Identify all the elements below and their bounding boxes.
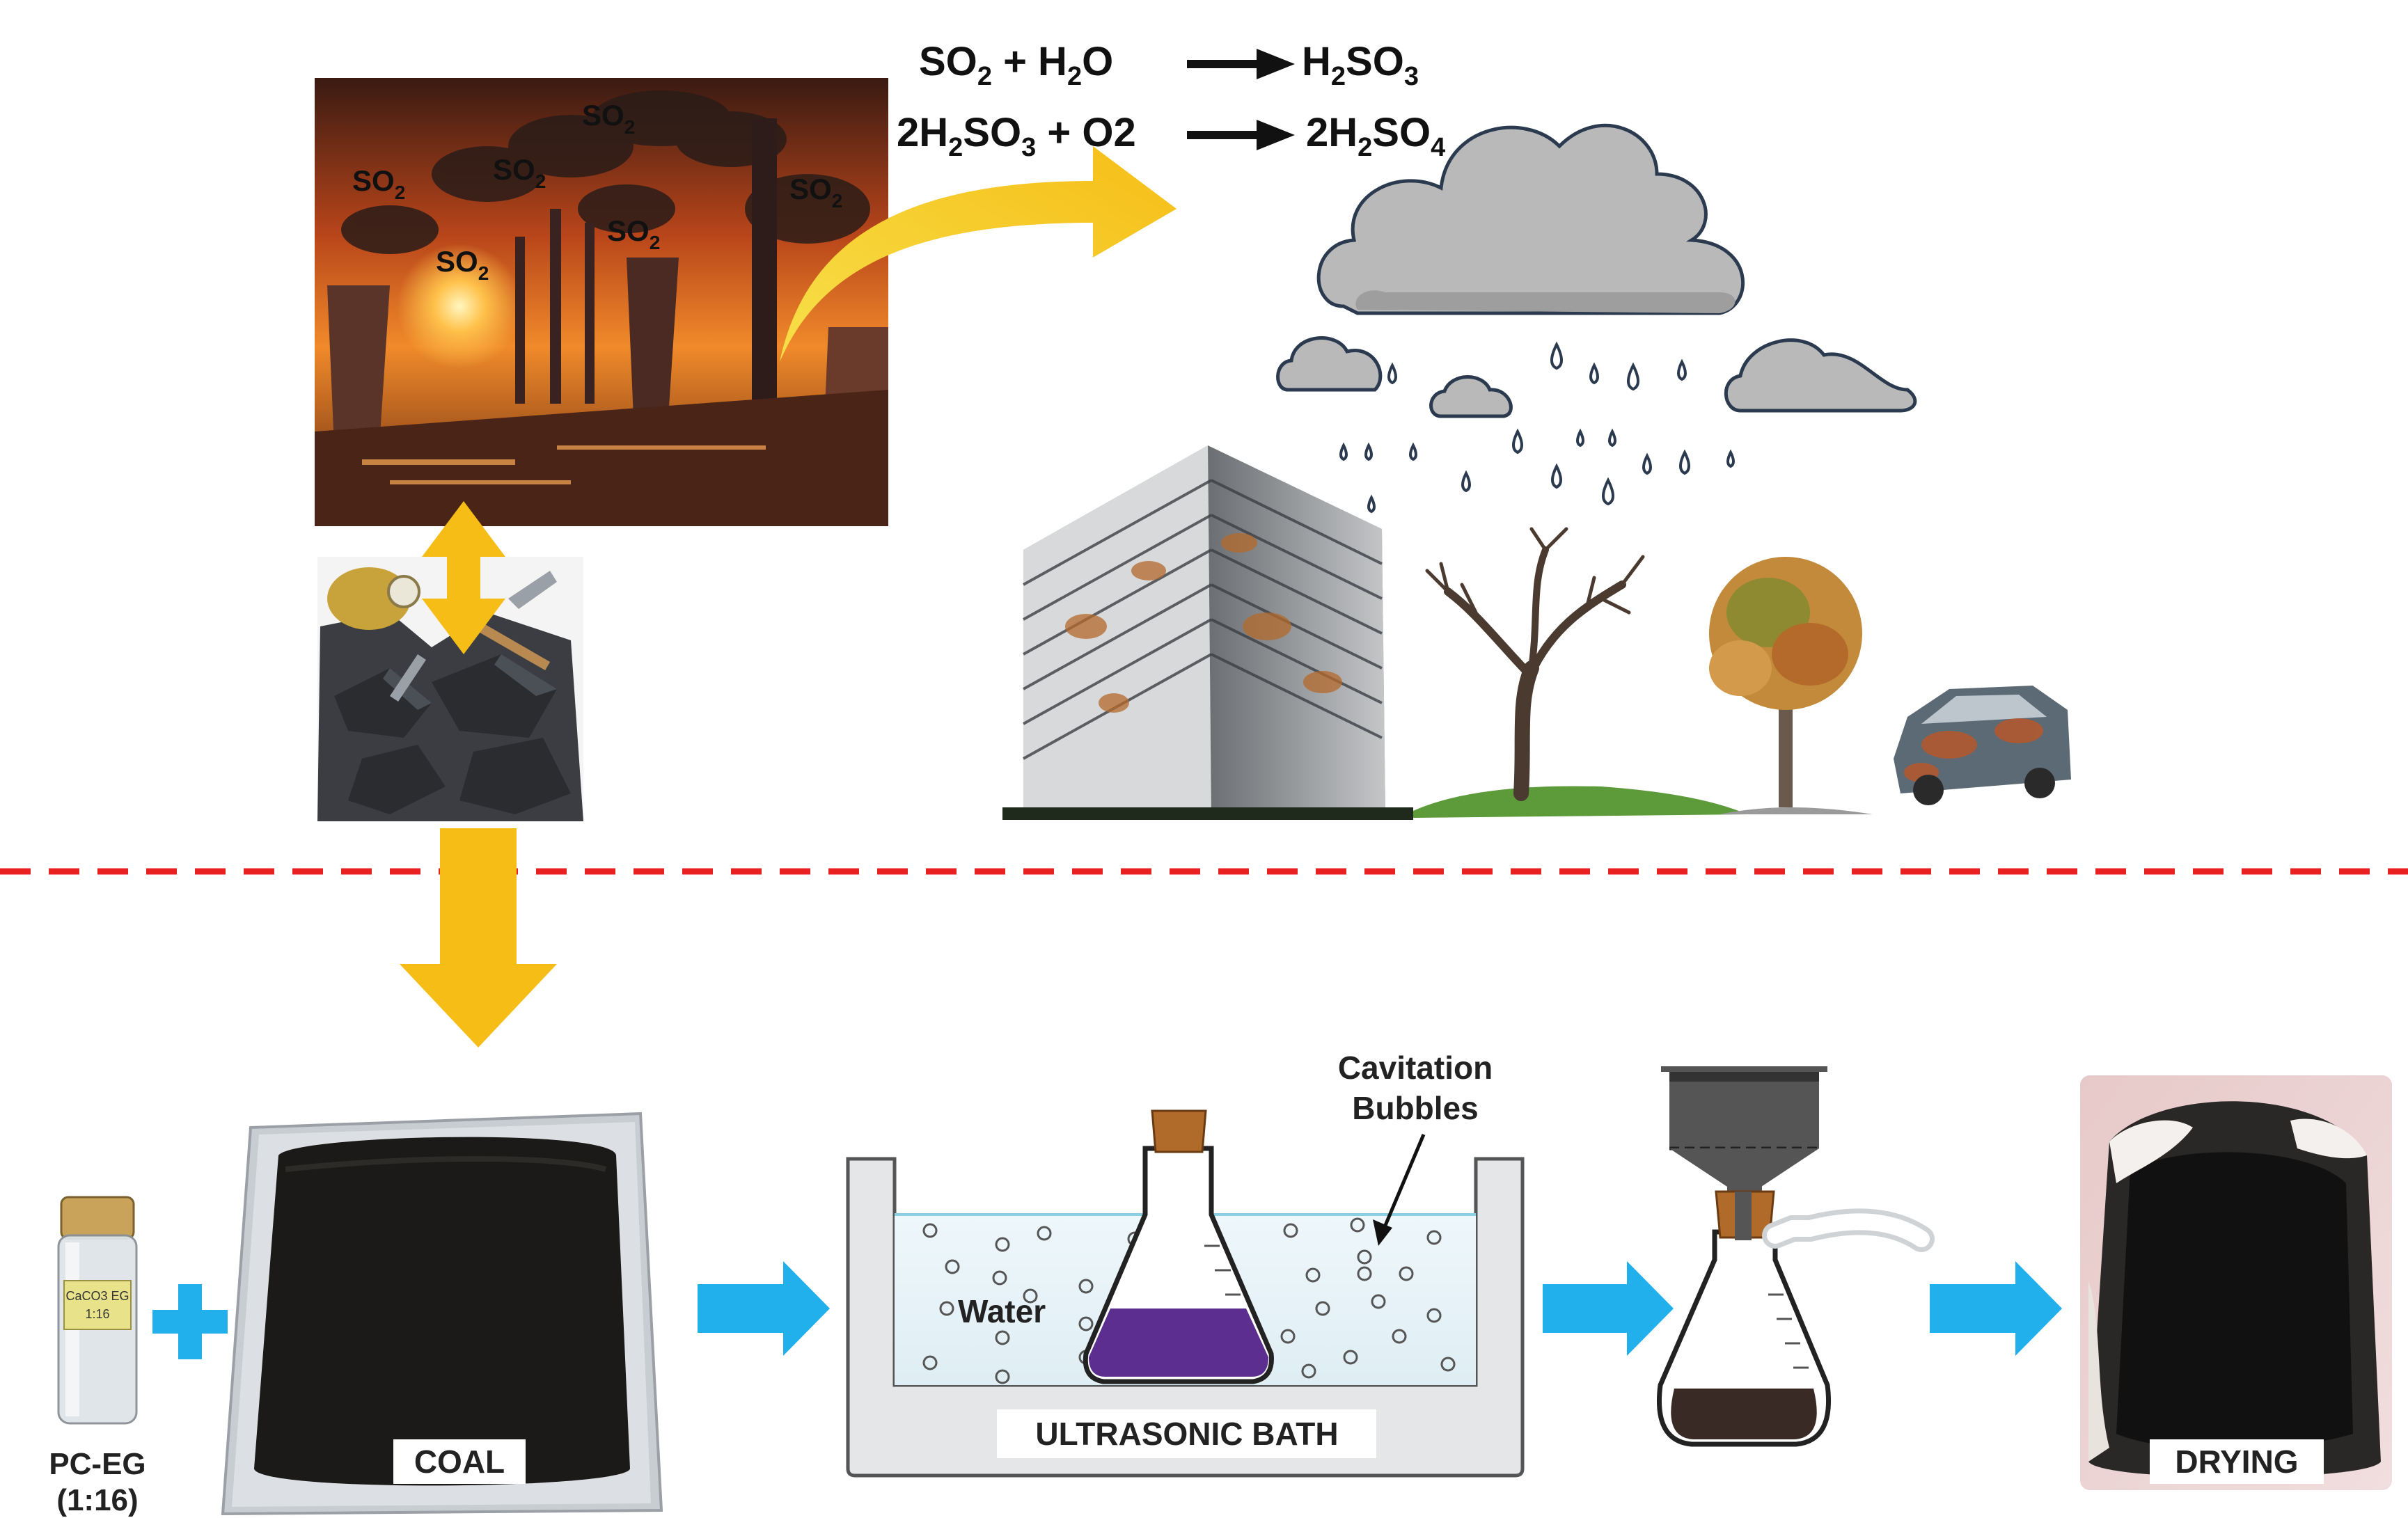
filter-flask bbox=[1656, 1190, 1935, 1447]
equation-2-product: 2H2SO4 bbox=[1306, 110, 1445, 162]
rain-cloud-icon bbox=[1276, 123, 1917, 418]
curved-arrow bbox=[780, 146, 1177, 362]
vial-icon: CaCO3 EG 1:16 bbox=[57, 1196, 138, 1425]
pc-eg-label: PC-EG bbox=[49, 1447, 145, 1481]
decaying-building bbox=[1002, 445, 1413, 820]
cavitation-label-line1: Cavitation bbox=[1338, 1050, 1493, 1086]
ratio-label: (1:16) bbox=[56, 1483, 138, 1517]
so2-label: SO2 bbox=[789, 173, 842, 212]
coal-tray bbox=[221, 1112, 663, 1516]
equation-1-reactants: SO2 + H2O bbox=[919, 39, 1113, 91]
so2-label: SO2 bbox=[436, 245, 489, 284]
ultrasonic-bath-label: ULTRASONIC BATH bbox=[1035, 1416, 1338, 1452]
water-label: Water bbox=[958, 1293, 1046, 1329]
double-arrow bbox=[422, 501, 505, 654]
factory-image: SO2 SO2 SO2 SO2 SO2 SO2 bbox=[315, 78, 888, 526]
vial-label-line2: 1:16 bbox=[85, 1307, 109, 1321]
cavitation-label-line2: Bubbles bbox=[1352, 1090, 1478, 1126]
coal-label: COAL bbox=[414, 1444, 505, 1480]
so2-label: SO2 bbox=[607, 214, 660, 253]
process-arrow-3 bbox=[1930, 1261, 2062, 1356]
wilting-tree bbox=[1709, 557, 1873, 814]
coal-label-box bbox=[393, 1439, 526, 1484]
process-arrow-2 bbox=[1543, 1261, 1674, 1356]
rusty-car bbox=[1894, 686, 2071, 805]
vial-label-line1: CaCO3 EG bbox=[65, 1289, 129, 1303]
reaction-arrow bbox=[1187, 49, 1295, 79]
pointer-arrow bbox=[1373, 1134, 1426, 1246]
reaction-equations: SO2 + H2O H2SO3 2H2SO3 + O2 2H2SO4 bbox=[897, 39, 1445, 162]
drying-label-box bbox=[2150, 1439, 2324, 1484]
drying-label: DRYING bbox=[2175, 1444, 2298, 1480]
reaction-arrow bbox=[1187, 120, 1295, 150]
bath-label-box bbox=[997, 1409, 1376, 1458]
down-arrow bbox=[400, 828, 557, 1047]
plus-icon bbox=[152, 1284, 228, 1359]
erlenmeyer-flask bbox=[1083, 1109, 1274, 1384]
so2-label: SO2 bbox=[493, 153, 546, 192]
drying-dish bbox=[2080, 1075, 2392, 1490]
so2-label: SO2 bbox=[352, 164, 405, 203]
equation-1-product: H2SO3 bbox=[1302, 39, 1419, 91]
bare-tree bbox=[1413, 527, 1747, 818]
equation-2-reactants: 2H2SO3 + O2 bbox=[897, 110, 1136, 162]
so2-label: SO2 bbox=[582, 99, 635, 138]
process-arrow-1 bbox=[698, 1261, 830, 1356]
raindrops bbox=[1339, 341, 1735, 514]
